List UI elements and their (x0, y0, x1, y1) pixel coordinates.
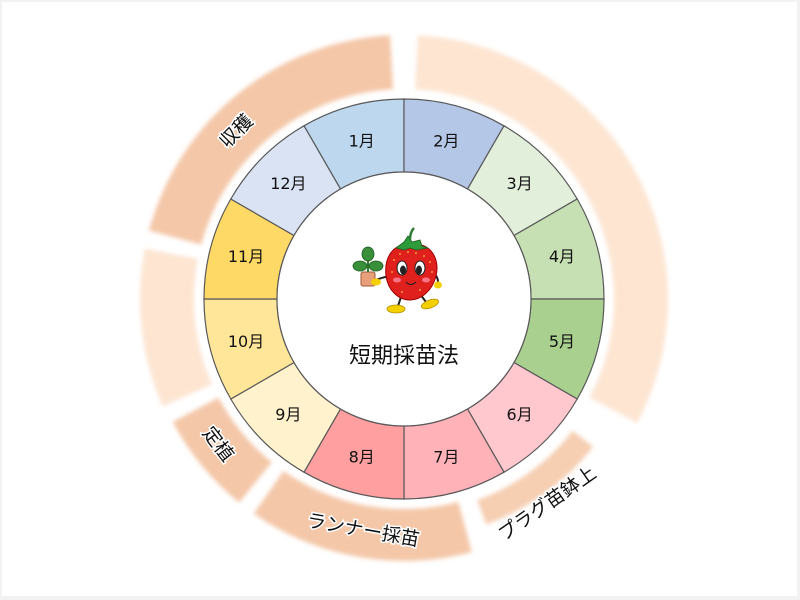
phase-band: ランナー採苗 (253, 471, 472, 561)
phase-band-unlabeled (139, 248, 213, 407)
phase-band-shape (414, 35, 669, 423)
month-label: 5月 (549, 332, 575, 351)
month-segment: 2月 (403, 98, 505, 190)
phase-band: 収穫 (148, 35, 394, 245)
month-label: 7月 (433, 447, 459, 466)
month-label: 11月 (228, 247, 264, 266)
month-label: 6月 (507, 405, 533, 424)
diagram-title: 短期採苗法 (348, 344, 459, 369)
phase-band-shape (172, 397, 272, 503)
month-label: 9月 (275, 405, 301, 424)
phase-band: 定植 (172, 397, 272, 503)
month-segment: 12月 (229, 124, 342, 237)
month-label: 1月 (349, 132, 375, 151)
month-label: 12月 (270, 174, 306, 193)
phase-band-shape (477, 430, 594, 525)
month-segment: 3月 (466, 124, 579, 237)
strawberry-mascot-icon (352, 227, 442, 314)
month-segment: 1月 (303, 98, 405, 190)
month-label: 10月 (228, 332, 264, 351)
month-label: 8月 (349, 447, 375, 466)
month-label: 3月 (507, 174, 533, 193)
phase-band-unlabeled (414, 35, 669, 423)
month-label: 4月 (549, 247, 575, 266)
phase-band-shape (148, 35, 394, 245)
phase-band-shape (139, 248, 213, 407)
month-label: 2月 (433, 132, 459, 151)
phase-band-shape (253, 471, 472, 561)
